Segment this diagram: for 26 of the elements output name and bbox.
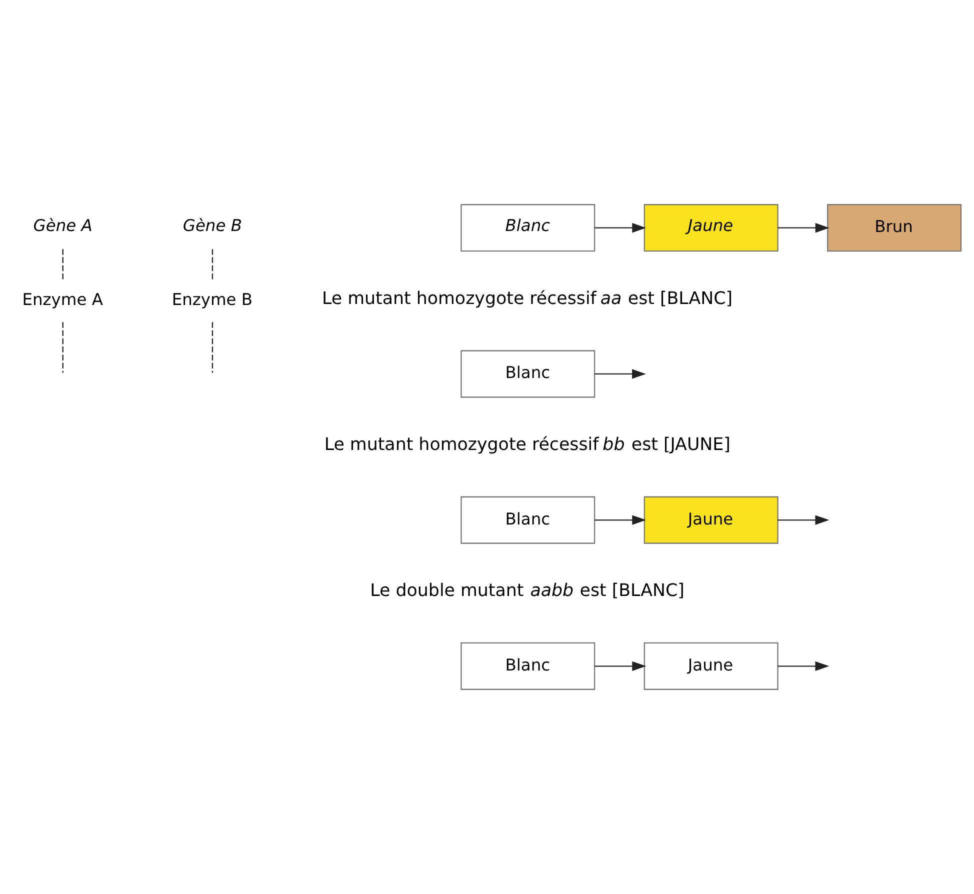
connector [62,322,64,373]
label: Le double mutant aabb est [BLANC] [370,581,684,602]
node-box: Blanc [460,496,596,544]
arrow [778,515,830,525]
node-box: Jaune [644,642,778,690]
arrow [594,661,646,672]
label: Le mutant homozygote récessif bb est [JAUNE] [324,434,730,455]
arrow [594,515,646,525]
arrow [594,222,646,233]
node-box: Blanc [460,204,596,252]
node-box: Jaune [644,204,778,252]
node-box: Blanc [460,642,596,690]
node-text: Gène A [33,216,92,235]
arrow [778,661,830,672]
connector [212,249,214,280]
arrow [594,369,646,379]
node-box: Jaune [644,496,778,544]
label: Le mutant homozygote récessif aa est [BLANC] [322,288,733,309]
node-box: Blanc [460,350,596,398]
node-text: Enzyme A [22,290,103,310]
node-box: Brun [827,204,962,252]
connector [212,322,214,373]
node-text: Gène B [182,216,242,235]
arrow [778,222,830,233]
connector [62,249,64,280]
node-text: Enzyme B [172,290,253,310]
